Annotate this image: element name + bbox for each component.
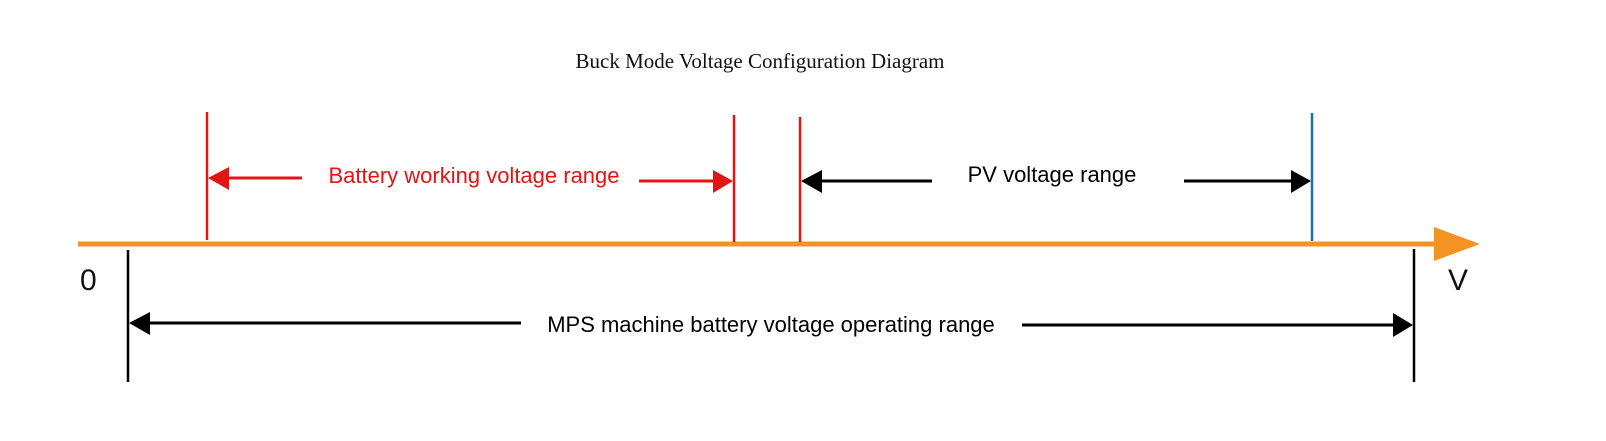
pv-range-left-arrow: [801, 170, 822, 193]
mps-range-left-arrow: [129, 312, 150, 335]
mps-operating-range: MPS machine battery voltage operating ra…: [126, 249, 1416, 382]
pv-range-label: PV voltage range: [968, 162, 1137, 187]
diagram-title: Buck Mode Voltage Configuration Diagram: [576, 49, 945, 73]
pv-voltage-range: PV voltage range: [798, 113, 1314, 242]
mps-range-right-arrow: [1393, 313, 1413, 337]
battery-working-range: Battery working voltage range: [205, 112, 736, 242]
battery-range-right-arrow: [713, 170, 733, 193]
battery-range-left-arrow: [208, 167, 229, 190]
pv-range-right-arrow: [1291, 170, 1311, 193]
axis-unit-label: V: [1448, 264, 1468, 297]
axis-origin-label: 0: [80, 264, 97, 297]
battery-range-label: Battery working voltage range: [328, 163, 619, 188]
axis-arrow-head: [1434, 227, 1480, 261]
mps-range-label: MPS machine battery voltage operating ra…: [547, 312, 995, 337]
